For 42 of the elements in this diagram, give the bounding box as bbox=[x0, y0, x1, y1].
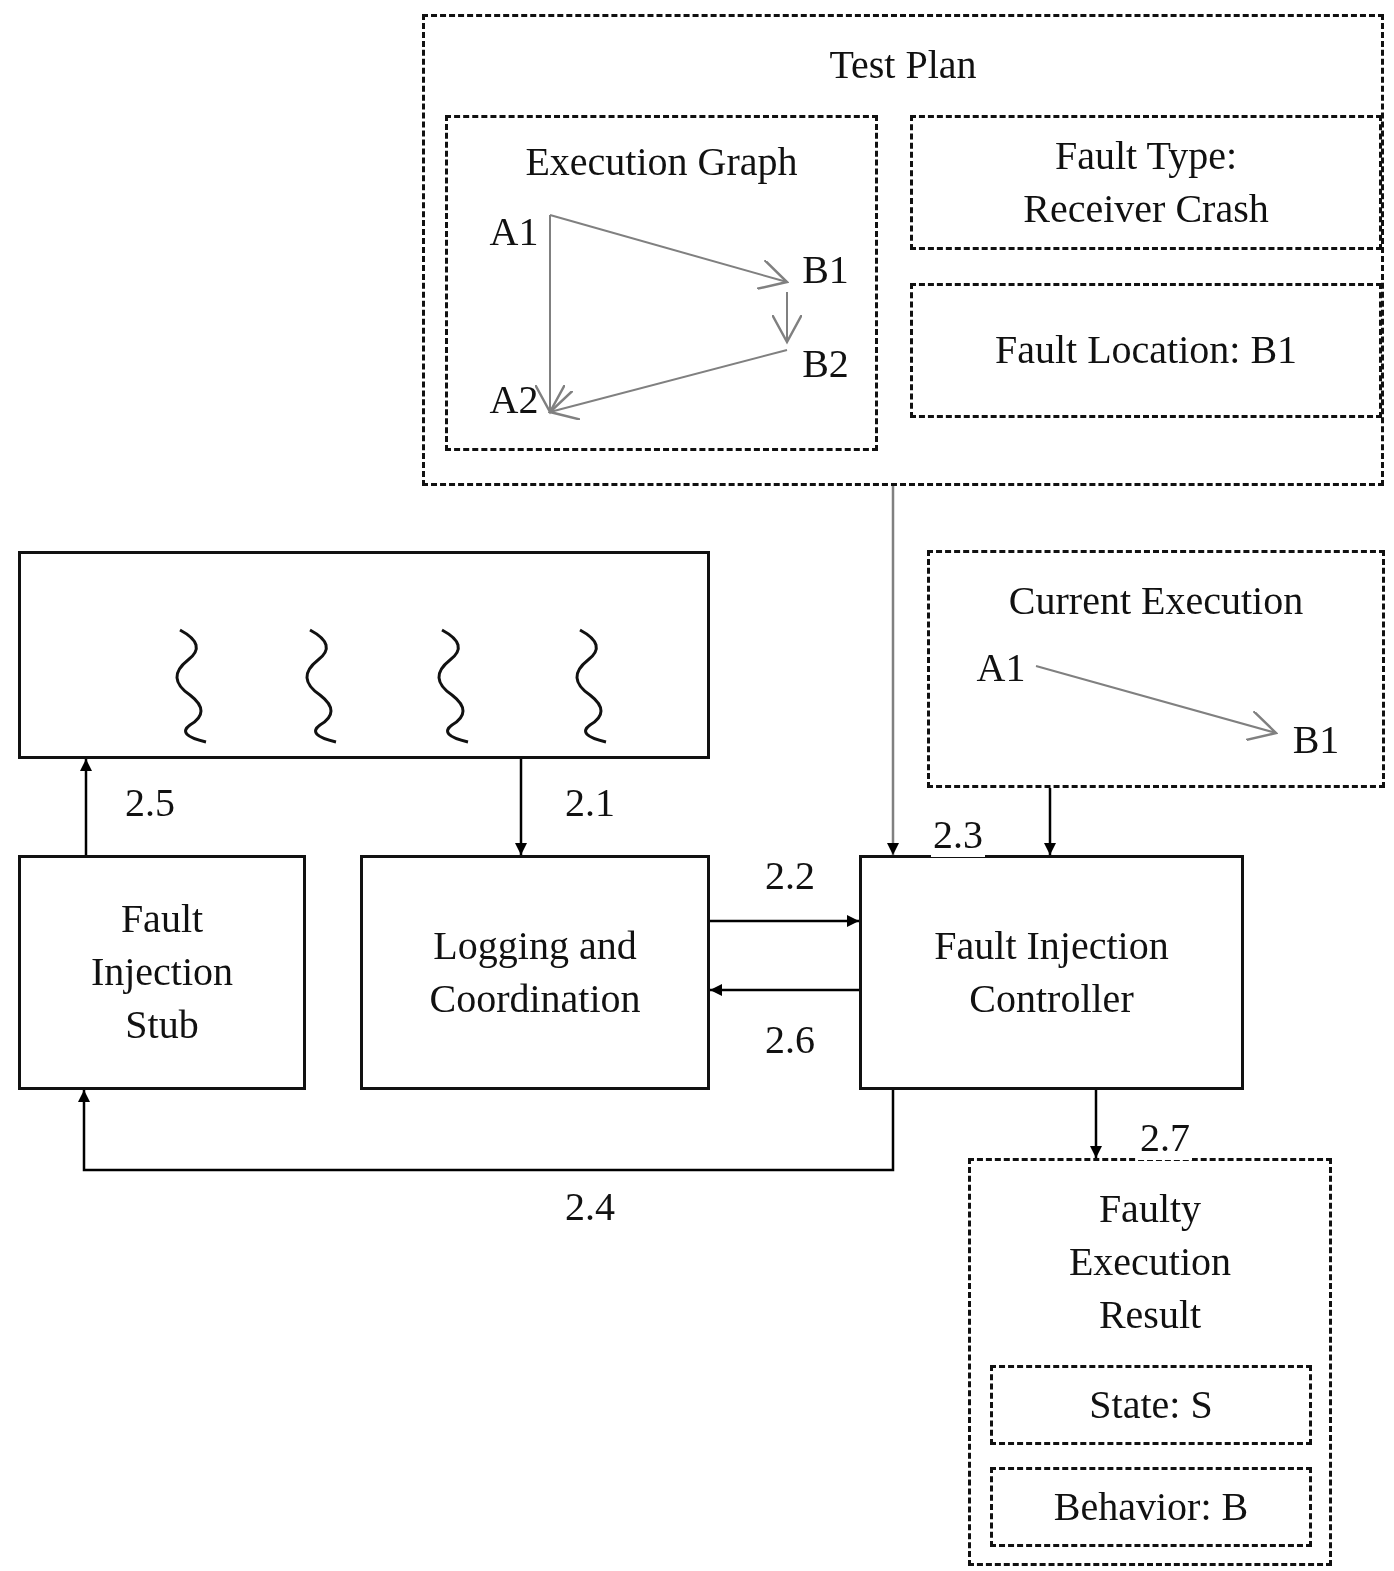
dashed-box bbox=[990, 1365, 1312, 1445]
node-label: A1 bbox=[478, 210, 550, 254]
node-label: Fault Type: Receiver Crash bbox=[1022, 131, 1270, 233]
node-label: State: S bbox=[1089, 1380, 1213, 1429]
arrow bbox=[515, 759, 527, 855]
arrow bbox=[548, 349, 788, 421]
arrow bbox=[549, 214, 789, 291]
process-box bbox=[859, 855, 1244, 1090]
node-label: Fault Injection Controller bbox=[933, 921, 1170, 1023]
dashed-box bbox=[990, 1467, 1312, 1547]
node-label: Current Execution bbox=[1008, 577, 1304, 625]
node-label: Execution Graph bbox=[525, 138, 798, 186]
node-label: A2 bbox=[478, 378, 550, 422]
dashed-box bbox=[445, 115, 878, 451]
dashed-box bbox=[910, 283, 1382, 418]
process-box bbox=[360, 855, 710, 1090]
node-label: B1 bbox=[1276, 718, 1356, 762]
node-label: A1 bbox=[966, 646, 1036, 690]
arrow bbox=[80, 759, 92, 855]
arrow bbox=[533, 214, 567, 414]
node-label: B2 bbox=[787, 342, 864, 386]
arrow bbox=[710, 915, 859, 927]
node-label: Behavior: B bbox=[1053, 1482, 1249, 1531]
dashed-box bbox=[422, 14, 1384, 486]
arrow bbox=[887, 486, 899, 855]
dashed-box bbox=[927, 550, 1385, 788]
node-label: B1 bbox=[787, 248, 864, 292]
node-label: Fault Injection Stub bbox=[89, 895, 235, 1049]
node-label: Logging and Coordination bbox=[428, 921, 642, 1023]
process-box bbox=[18, 551, 710, 759]
node-label: Faulty Execution Result bbox=[1067, 1185, 1233, 1339]
node-label: Fault Location: B1 bbox=[994, 326, 1298, 375]
dashed-box bbox=[910, 115, 1382, 250]
arrow bbox=[78, 1090, 895, 1172]
arrow bbox=[1090, 1090, 1102, 1158]
arrow bbox=[1044, 788, 1056, 855]
dashed-box bbox=[968, 1158, 1332, 1566]
arrow bbox=[710, 984, 859, 996]
arrow bbox=[770, 291, 804, 344]
arrow bbox=[1035, 665, 1278, 742]
process-box bbox=[18, 855, 306, 1090]
node-label: Test Plan bbox=[829, 41, 977, 89]
